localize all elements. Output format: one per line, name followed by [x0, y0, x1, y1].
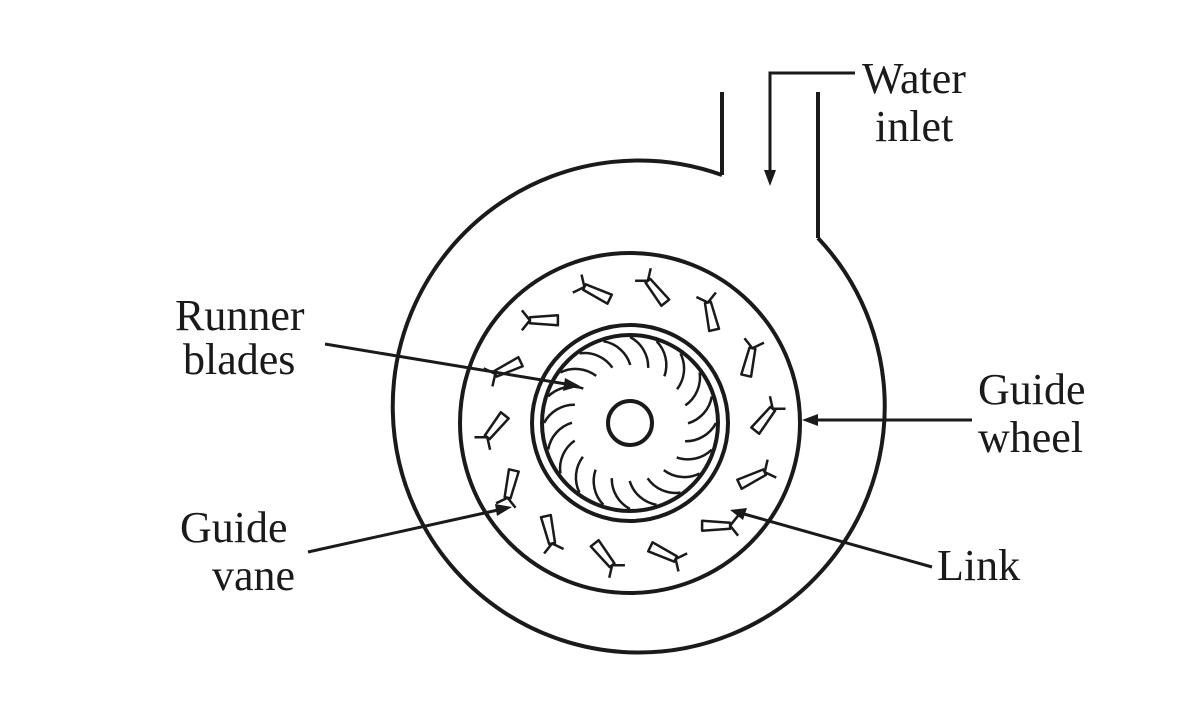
runner-blade [546, 421, 573, 450]
label-guide-wheel-1: Guide [978, 365, 1086, 414]
runner-blade [685, 422, 718, 443]
guide-vane [520, 309, 560, 332]
runner-blade [603, 339, 632, 366]
shaft [606, 399, 654, 447]
runner-outer-ring [530, 323, 730, 523]
guide-vanes-group [474, 267, 786, 579]
guide-vane [635, 267, 671, 308]
runner-blade [610, 478, 631, 511]
runner-blade [579, 351, 614, 369]
guide-wheel-leader [802, 414, 972, 426]
runner-blade [592, 469, 605, 506]
guide-vane [474, 410, 510, 451]
guide-vane [700, 514, 740, 537]
guide-vane [589, 538, 625, 579]
guide-vane [539, 513, 565, 555]
runner-blade [684, 372, 702, 407]
runner-blade [676, 448, 713, 461]
guide-vane [495, 468, 520, 509]
guide-wheel-arrowhead [802, 414, 818, 426]
runner-blades-arrowhead [563, 378, 580, 391]
runner-blade [559, 367, 597, 377]
label-inlet: inlet [875, 102, 953, 151]
runner-blade [646, 477, 681, 495]
runner-blade [655, 340, 668, 377]
link-arrowhead [730, 508, 747, 520]
runner-blade [542, 403, 575, 424]
label-link: Link [937, 541, 1020, 590]
runner-blade [687, 396, 714, 425]
runner-blade [558, 439, 576, 474]
guide-vane [483, 355, 524, 387]
runner-blade [663, 469, 701, 479]
runner-blade [628, 480, 657, 507]
runner-blades-leader [324, 342, 580, 391]
guide-vane [736, 459, 777, 491]
guide-vane-arrowhead [495, 504, 512, 516]
runner-inner-ring [540, 333, 720, 513]
guide-vane [572, 274, 614, 305]
label-guide-vane-1: Guide [180, 503, 288, 552]
guide-vane-leader [307, 504, 512, 554]
label-water: Water [862, 54, 966, 103]
outer-casing [390, 158, 887, 655]
guide-wheel-ring [458, 251, 802, 595]
label-guide-wheel-2: wheel [978, 413, 1083, 462]
guide-vane [646, 541, 688, 572]
guide-vane [740, 337, 765, 378]
runner-blade [676, 352, 686, 390]
label-guide-vane-2: vane [212, 551, 295, 600]
label-runner: Runner [175, 291, 305, 340]
label-blades: blades [183, 335, 295, 384]
water-inlet-leader [764, 71, 855, 186]
guide-vane [695, 291, 721, 333]
runner-blade [629, 335, 650, 368]
runner-blade [574, 456, 584, 494]
water-inlet-arrowhead [764, 170, 776, 186]
link-leader [730, 508, 933, 569]
guide-vane [750, 395, 786, 436]
runner-blades-group [542, 335, 718, 511]
